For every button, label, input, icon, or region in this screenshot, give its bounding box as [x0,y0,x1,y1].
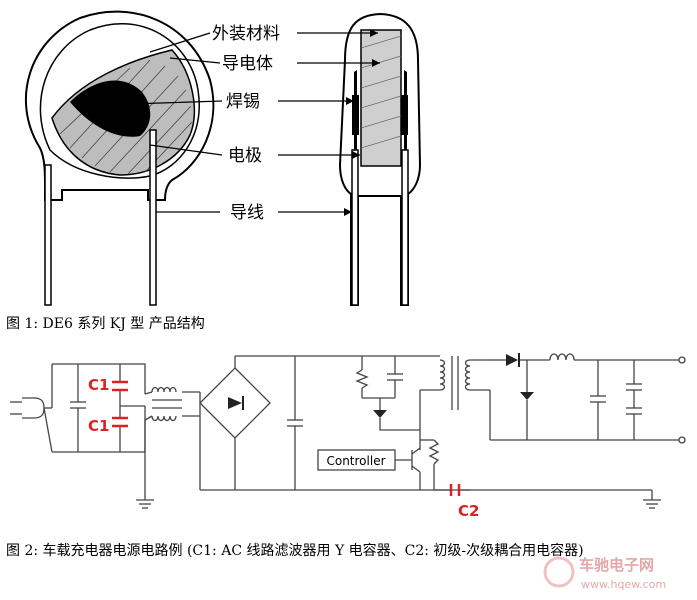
label-solder: 焊锡 [226,92,260,112]
ac-plug-icon [10,364,53,453]
figure1-caption: 图 1: DE6 系列 KJ 型 产品结构 [6,316,205,332]
label-electrode: 电极 [228,146,262,166]
label-lead: 导线 [230,203,264,223]
charger-circuit-diagram: C1 C1 C2 Controller [10,353,686,520]
controller-box [317,449,396,471]
c1-bottom-label: C1 [88,417,109,435]
disc-front-view [25,10,215,306]
disc-side-view [338,12,422,306]
figure2-caption: 图 2: 车载充电器电源电路例 (C1: AC 线路滤波器用 Y 电容器、C2:… [6,543,584,559]
capacitor-structure-diagram: 外装材料 导电体 焊锡 电极 导线 [25,10,422,306]
watermark-name: 车驰电子网 [579,556,654,574]
c2-label: C2 [458,502,479,520]
leader-lines [129,32,380,213]
lead-right [149,129,157,306]
lead-left [44,164,52,306]
site-watermark: 车驰电子网 www.hqew.com [543,556,666,591]
controller-label: Controller [326,454,385,468]
c1-top-label: C1 [88,376,109,394]
label-outer-material: 外装材料 [212,24,280,44]
solder-blob [70,80,151,137]
label-conductor: 导电体 [222,54,273,74]
watermark-url: www.hqew.com [581,578,666,591]
